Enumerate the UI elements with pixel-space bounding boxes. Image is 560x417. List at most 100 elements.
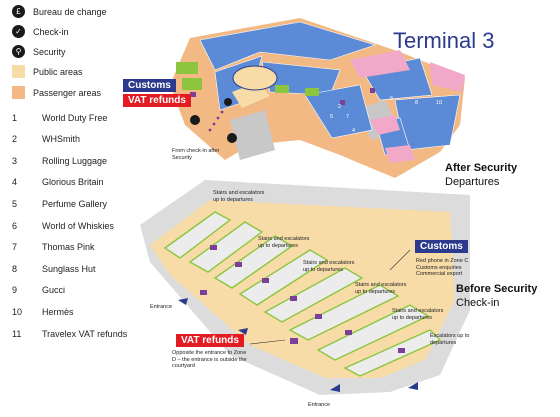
shop-marker <box>340 100 345 105</box>
check-in-caption: Check-in <box>456 297 500 309</box>
shop-marker <box>315 314 322 319</box>
check-in-row <box>163 211 232 259</box>
shop-number: 2 <box>338 104 342 110</box>
shop-item: 5 Perfume Gallery <box>12 199 107 209</box>
shop-item: 4 Glorious Britain <box>12 177 104 187</box>
before-security-caption: Before Security <box>456 283 538 295</box>
shop-marker <box>190 92 196 97</box>
upper-floor-plan <box>170 18 465 178</box>
legend-currency-exchange: £ Bureau de change <box>12 5 107 18</box>
check-in-icon: ✓ <box>12 25 25 38</box>
shop-number: 6 <box>390 96 394 102</box>
shop-number: 5 <box>12 199 18 209</box>
currency-exchange-icon <box>224 98 232 106</box>
stairs-note: Stairs and escalators up to departures <box>392 308 444 321</box>
shop-number: 5 <box>330 114 334 120</box>
leader-line <box>249 339 286 345</box>
green-block <box>182 78 202 90</box>
shop-marker <box>262 278 269 283</box>
shop-number: 8 <box>415 100 419 106</box>
shop-name: Glorious Britain <box>42 177 104 187</box>
shop-number: 1 <box>12 113 18 123</box>
legend-label: Bureau de change <box>33 6 107 17</box>
check-in-row <box>288 284 400 341</box>
shop-number: 6 <box>12 221 18 231</box>
shop-marker <box>235 262 242 267</box>
from-checkin-note: From check-in after Security <box>172 148 220 161</box>
shop-marker <box>370 88 375 93</box>
legend-label: Check-in <box>33 26 69 37</box>
pink-area <box>370 115 400 135</box>
entrance-label: Entrance <box>150 304 173 310</box>
shop-name: World of Whiskies <box>42 221 114 231</box>
shop-number: 4 <box>12 177 18 187</box>
customs-note: Red phone in Zone C Customs enquiries Co… <box>416 258 469 277</box>
legend-label: Public areas <box>33 66 83 77</box>
shop-name: WHSmith <box>42 134 80 144</box>
leader-line <box>389 249 411 271</box>
entrance-arrow-icon <box>408 382 418 390</box>
green-block <box>176 62 198 74</box>
shop-block <box>199 21 376 71</box>
shop-marker <box>200 290 207 295</box>
check-in-row <box>343 329 442 377</box>
after-security-caption: After Security <box>445 162 518 174</box>
pink-area <box>385 145 415 163</box>
pink-area <box>430 62 465 92</box>
shop-number: 9 <box>12 285 18 295</box>
entrance-label: Entrance <box>308 402 331 408</box>
shop-marker <box>290 338 298 344</box>
shop-name: World Duty Free <box>42 113 108 123</box>
pink-area <box>350 50 410 78</box>
shop-item: 6 World of Whiskies <box>12 221 114 231</box>
check-in-row <box>263 267 364 323</box>
legend-label: Passenger areas <box>33 87 102 98</box>
page-title: Terminal 3 <box>393 28 495 53</box>
service-area <box>230 110 275 160</box>
shop-name: Gucci <box>42 285 66 295</box>
green-block <box>275 85 289 93</box>
departures-caption: Departures <box>445 176 500 188</box>
check-in-row <box>238 249 329 306</box>
shop-number: 10 <box>436 100 443 106</box>
shop-number: 3 <box>12 156 18 166</box>
shop-name: Sunglass Hut <box>42 264 96 274</box>
path-dot <box>216 116 220 120</box>
path-dot <box>212 122 216 126</box>
security-icon: ⚲ <box>12 45 25 58</box>
path-dot <box>208 128 212 132</box>
shop-block <box>304 84 373 139</box>
stairs-note: Escalators up to departures <box>430 333 470 346</box>
legend-public-areas: Public areas <box>12 65 83 78</box>
entrance-arrow-icon <box>330 384 340 392</box>
check-in-row <box>188 221 264 273</box>
legend-security: ⚲ Security <box>12 45 66 58</box>
shop-marker <box>290 296 297 301</box>
shop-marker <box>345 330 352 335</box>
shop-item: 8 Sunglass Hut <box>12 264 96 274</box>
shop-number: 7 <box>346 114 350 120</box>
path-dot <box>220 110 224 114</box>
vat-refunds-label: VAT refunds <box>176 334 244 347</box>
passenger-area-swatch <box>12 86 25 99</box>
stairs-note: Stairs and escalators up to departures <box>303 260 355 273</box>
shop-name: Thomas Pink <box>42 242 95 252</box>
shop-marker <box>210 245 217 250</box>
stairs-note: Stairs and escalators up to departures <box>355 282 407 295</box>
shop-number: 4 <box>352 128 356 134</box>
map-legend: £ Bureau de change ✓ Check-in ⚲ Security… <box>0 0 140 417</box>
currency-exchange-icon: £ <box>12 5 25 18</box>
legend-label: Security <box>33 46 66 57</box>
shop-number: 8 <box>12 264 18 274</box>
central-plaza <box>232 65 278 91</box>
shop-name: Rolling Luggage <box>42 156 108 166</box>
shop-number: 11 <box>12 329 22 339</box>
green-block <box>305 88 319 96</box>
shop-item: 1 World Duty Free <box>12 113 107 123</box>
shop-marker <box>398 348 405 353</box>
shop-item: 3 Rolling Luggage <box>12 156 107 166</box>
shop-name: Perfume Gallery <box>42 199 108 209</box>
vat-refunds-label: VAT refunds <box>123 94 191 107</box>
